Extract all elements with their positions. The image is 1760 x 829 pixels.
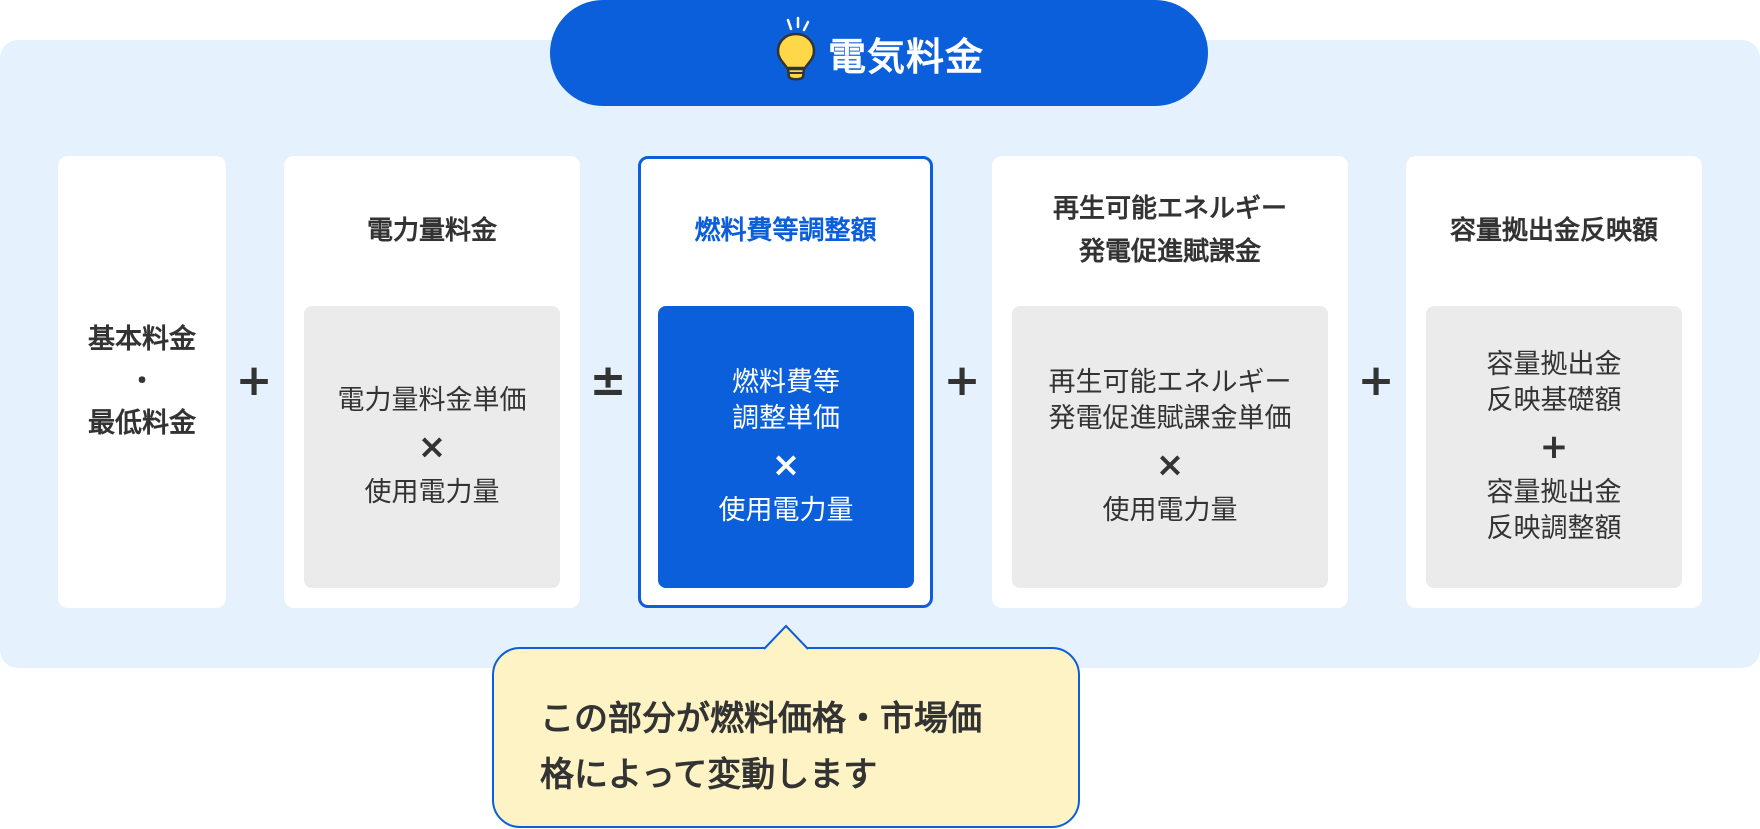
fuel-adjustment-formula: 燃料費等 調整単価 × 使用電力量 bbox=[658, 306, 914, 588]
operator-plus-3: + bbox=[1357, 355, 1395, 406]
capacity-contribution-formula: 容量拠出金 反映基礎額 + 容量拠出金 反映調整額 bbox=[1426, 306, 1682, 588]
multiply-operator: × bbox=[771, 445, 801, 485]
formula-top: 容量拠出金 反映基礎額 bbox=[1486, 349, 1622, 416]
card-basic-fee: 基本料金 ・ 最低料金 bbox=[58, 156, 226, 608]
renewable-levy-title: 再生可能エネルギー 発電促進賦課金 bbox=[1052, 194, 1287, 267]
title-banner: 電気料金 bbox=[550, 0, 1208, 106]
energy-charge-title: 電力量料金 bbox=[366, 215, 497, 246]
callout-note: この部分が燃料価格・市場価 格によって変動します bbox=[492, 647, 1080, 828]
plus-operator: + bbox=[1539, 427, 1569, 467]
energy-charge-formula: 電力量料金単価 × 使用電力量 bbox=[304, 306, 560, 588]
formula-bottom: 使用電力量 bbox=[364, 477, 500, 508]
formula-top: 電力量料金単価 bbox=[337, 385, 527, 416]
formula-bottom: 使用電力量 bbox=[718, 495, 854, 526]
multiply-operator: × bbox=[417, 427, 447, 467]
basic-fee-label: 基本料金 bbox=[88, 324, 196, 355]
minimum-fee-label: 最低料金 bbox=[88, 408, 196, 439]
callout-pointer bbox=[764, 624, 808, 650]
formula-bottom: 使用電力量 bbox=[1102, 495, 1238, 526]
formula-bottom: 容量拠出金 反映調整額 bbox=[1486, 477, 1622, 544]
card-renewable-levy: 再生可能エネルギー 発電促進賦課金 再生可能エネルギー 発電促進賦課金単価 × … bbox=[992, 156, 1348, 608]
card-capacity-contribution: 容量拠出金反映額 容量拠出金 反映基礎額 + 容量拠出金 反映調整額 bbox=[1406, 156, 1702, 608]
capacity-contribution-title: 容量拠出金反映額 bbox=[1449, 215, 1658, 246]
renewable-levy-formula: 再生可能エネルギー 発電促進賦課金単価 × 使用電力量 bbox=[1012, 306, 1328, 588]
basic-fee-text: 基本料金 ・ 最低料金 bbox=[58, 156, 226, 608]
formula-top: 再生可能エネルギー 発電促進賦課金単価 bbox=[1048, 367, 1292, 434]
lightbulb-icon bbox=[776, 16, 816, 81]
formula-top: 燃料費等 調整単価 bbox=[732, 367, 840, 434]
page-title: 電気料金 bbox=[827, 34, 984, 79]
operator-plus-2: + bbox=[943, 355, 981, 406]
fuel-adjustment-title: 燃料費等調整額 bbox=[694, 215, 877, 246]
separator-dot: ・ bbox=[128, 366, 156, 397]
card-energy-charge: 電力量料金 電力量料金単価 × 使用電力量 bbox=[284, 156, 580, 608]
multiply-operator: × bbox=[1155, 445, 1185, 485]
operator-plus-minus: ± bbox=[589, 355, 627, 406]
operator-plus-1: + bbox=[235, 355, 273, 406]
card-fuel-adjustment: 燃料費等調整額 燃料費等 調整単価 × 使用電力量 bbox=[638, 156, 933, 608]
